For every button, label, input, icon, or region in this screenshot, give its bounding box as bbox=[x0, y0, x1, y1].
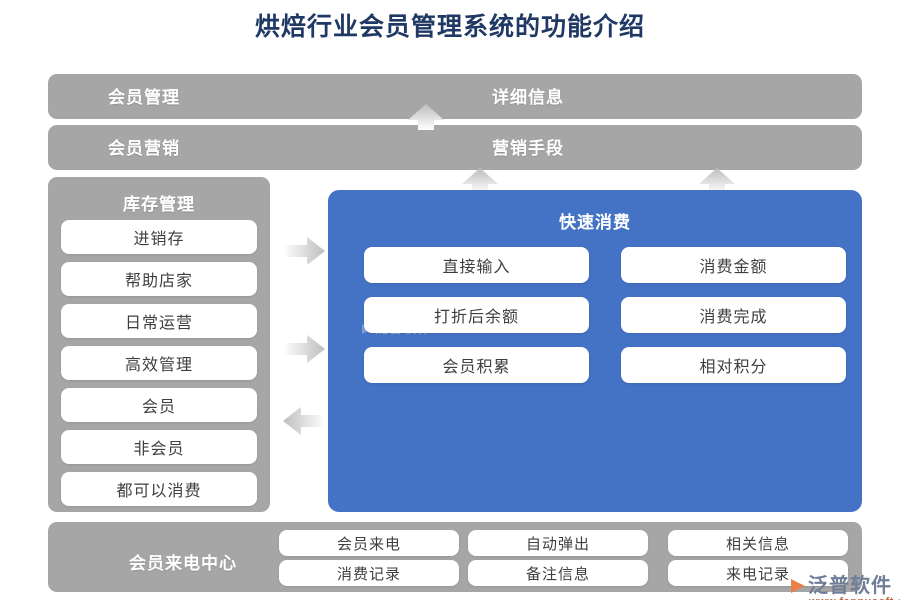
arrow-up-between-bands bbox=[406, 104, 446, 130]
bottom-panel-call-center: 会员来电中心 会员来电 消费记录 自动弹出 备注信息 相关信息 来电记录 bbox=[48, 522, 862, 592]
band-member-management-left-label: 会员管理 bbox=[108, 88, 180, 107]
band-member-marketing-left-label: 会员营销 bbox=[108, 139, 180, 158]
left-panel-item-6[interactable]: 都可以消费 bbox=[61, 472, 257, 506]
bottom-panel-item-0-1[interactable]: 消费记录 bbox=[279, 560, 459, 586]
arrow-right-lower bbox=[283, 334, 325, 364]
blue-panel-title: 快速消费 bbox=[559, 213, 631, 232]
left-panel-item-1[interactable]: 帮助店家 bbox=[61, 262, 257, 296]
arrow-up-to-detail-band bbox=[697, 168, 737, 194]
blue-panel-left-item-2[interactable]: 会员积累 bbox=[364, 347, 589, 383]
page-title: 烘焙行业会员管理系统的功能介绍 bbox=[254, 14, 645, 41]
blue-panel-right-item-1[interactable]: 消费完成 bbox=[621, 297, 846, 333]
left-panel-item-2[interactable]: 日常运营 bbox=[61, 304, 257, 338]
blue-panel-quick-consumption: 快速消费 直接输入 打折后余额 会员积累 消费金额 消费完成 相对积分 bbox=[328, 190, 862, 512]
bottom-panel-item-1-0[interactable]: 自动弹出 bbox=[468, 530, 648, 556]
left-panel-item-4[interactable]: 会员 bbox=[61, 388, 257, 422]
bottom-panel-item-0-0[interactable]: 会员来电 bbox=[279, 530, 459, 556]
bottom-panel-item-2-1[interactable]: 来电记录 bbox=[668, 560, 848, 586]
left-panel-item-0[interactable]: 进销存 bbox=[61, 220, 257, 254]
blue-panel-right-item-2[interactable]: 相对积分 bbox=[621, 347, 846, 383]
left-panel-item-5[interactable]: 非会员 bbox=[61, 430, 257, 464]
blue-panel-left-item-0[interactable]: 直接输入 bbox=[364, 247, 589, 283]
bottom-panel-item-1-1[interactable]: 备注信息 bbox=[468, 560, 648, 586]
bottom-panel-item-2-0[interactable]: 相关信息 bbox=[668, 530, 848, 556]
band-member-marketing[interactable] bbox=[48, 125, 862, 170]
band-member-management-right-label: 详细信息 bbox=[492, 88, 564, 107]
left-panel-inventory: 库存管理 进销存 帮助店家 日常运营 高效管理 会员 非会员 都可以消费 bbox=[48, 177, 270, 512]
arrow-left-return bbox=[283, 406, 325, 436]
band-member-management[interactable] bbox=[48, 74, 862, 119]
arrow-right-upper bbox=[283, 236, 325, 266]
blue-panel-left-item-1[interactable]: 打折后余额 bbox=[364, 297, 589, 333]
blue-panel-right-item-0[interactable]: 消费金额 bbox=[621, 247, 846, 283]
arrow-up-to-marketing-band bbox=[460, 168, 500, 194]
band-member-marketing-right-label: 营销手段 bbox=[492, 139, 564, 158]
left-panel-title: 库存管理 bbox=[123, 195, 195, 214]
left-panel-item-3[interactable]: 高效管理 bbox=[61, 346, 257, 380]
watermark-url-text: www.fanpusoft.com bbox=[809, 596, 900, 600]
bottom-panel-title: 会员来电中心 bbox=[129, 554, 237, 573]
